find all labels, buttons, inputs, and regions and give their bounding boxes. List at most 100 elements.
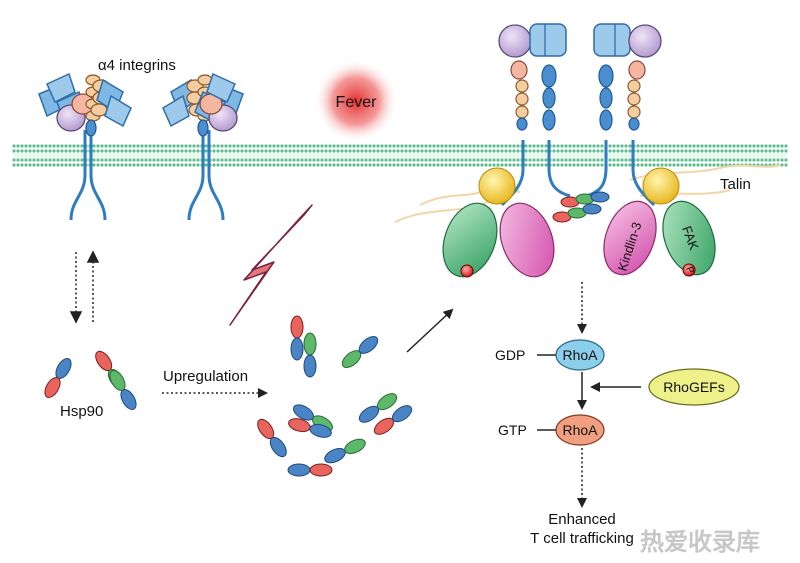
- membrane-dot: [180, 158, 184, 162]
- membrane-dot: [524, 149, 528, 153]
- membrane-dot: [476, 158, 480, 162]
- membrane-dot: [124, 163, 128, 167]
- membrane-dot: [648, 144, 652, 148]
- membrane-dot: [432, 144, 436, 148]
- membrane-dot: [40, 144, 44, 148]
- membrane-dot: [676, 158, 680, 162]
- membrane-dot: [556, 163, 560, 167]
- membrane-dot: [728, 144, 732, 148]
- membrane-dot: [412, 144, 416, 148]
- membrane-dot: [100, 158, 104, 162]
- membrane-dot: [652, 149, 656, 153]
- membrane-dot: [12, 158, 16, 162]
- membrane-dot: [564, 163, 568, 167]
- membrane-dot: [488, 149, 492, 153]
- membrane-dot: [496, 158, 500, 162]
- membrane-dot: [40, 163, 44, 167]
- kindlin-oval-left: [442, 202, 498, 278]
- membrane-dot: [616, 144, 620, 148]
- membrane-dot: [228, 144, 232, 148]
- membrane-dot: [500, 149, 504, 153]
- membrane-dot: [188, 144, 192, 148]
- membrane-dot: [408, 144, 412, 148]
- membrane-dot: [628, 144, 632, 148]
- membrane-dot: [292, 158, 296, 162]
- membrane-dot: [36, 144, 40, 148]
- membrane-dot: [584, 149, 588, 153]
- membrane-dot: [352, 149, 356, 153]
- membrane-dot: [192, 149, 196, 153]
- membrane-dot: [52, 163, 56, 167]
- membrane-dot: [212, 158, 216, 162]
- membrane-dot: [644, 144, 648, 148]
- membrane-dot: [440, 149, 444, 153]
- membrane-dot: [512, 144, 516, 148]
- membrane-dot: [12, 163, 16, 167]
- membrane-dot: [312, 163, 316, 167]
- membrane-dot: [52, 158, 56, 162]
- membrane-dot: [300, 149, 304, 153]
- membrane-dot: [776, 158, 780, 162]
- membrane-dot: [624, 144, 628, 148]
- fak: FAK P: [662, 200, 716, 277]
- membrane-dot: [124, 158, 128, 162]
- membrane-dot: [212, 149, 216, 153]
- membrane-dot: [120, 163, 124, 167]
- membrane-dot: [484, 144, 488, 148]
- membrane-dot: [768, 149, 772, 153]
- membrane-dot: [256, 144, 260, 148]
- membrane-dot: [344, 144, 348, 148]
- hsp90-subunit: [303, 354, 317, 378]
- upregulation-label: Upregulation: [163, 368, 248, 385]
- membrane-dot: [736, 158, 740, 162]
- membrane-dot: [588, 158, 592, 162]
- hsp90-dimer: [257, 418, 287, 458]
- membrane-dot: [508, 163, 512, 167]
- membrane-dot: [232, 144, 236, 148]
- membrane-dot: [116, 144, 120, 148]
- membrane-dot: [556, 149, 560, 153]
- membrane-dot: [276, 149, 280, 153]
- membrane-dot: [252, 149, 256, 153]
- membrane-dot: [716, 149, 720, 153]
- membrane-dot: [308, 149, 312, 153]
- membrane-dot: [204, 158, 208, 162]
- membrane-dot: [280, 144, 284, 148]
- membrane-dot: [368, 144, 372, 148]
- membrane-dot: [696, 149, 700, 153]
- membrane-dot: [624, 163, 628, 167]
- membrane-dot: [228, 158, 232, 162]
- membrane-dot: [304, 149, 308, 153]
- hsp90-dimer: [303, 332, 317, 378]
- membrane-dot: [76, 144, 80, 148]
- membrane-dot: [696, 144, 700, 148]
- membrane-dot: [96, 158, 100, 162]
- membrane-dot: [628, 158, 632, 162]
- membrane-dot: [336, 163, 340, 167]
- membrane-dot: [96, 144, 100, 148]
- membrane-dot: [72, 149, 76, 153]
- membrane-dot: [516, 144, 520, 148]
- membrane-dot: [260, 163, 264, 167]
- membrane-dot: [144, 149, 148, 153]
- membrane-dot: [344, 158, 348, 162]
- membrane-dot: [416, 144, 420, 148]
- membrane-dot: [712, 163, 716, 167]
- activation-arrow: [406, 308, 454, 353]
- membrane-dot: [476, 144, 480, 148]
- membrane-dot: [404, 144, 408, 148]
- membrane-dot: [608, 158, 612, 162]
- membrane-dot: [764, 144, 768, 148]
- membrane-dot: [352, 144, 356, 148]
- membrane-dot: [572, 163, 576, 167]
- membrane-dot: [108, 144, 112, 148]
- membrane-dot: [336, 158, 340, 162]
- upregulation-arrow: [162, 388, 268, 398]
- membrane-dot: [736, 144, 740, 148]
- membrane-dot: [428, 149, 432, 153]
- membrane-dot: [184, 163, 188, 167]
- membrane-dot: [416, 158, 420, 162]
- membrane-dot: [488, 163, 492, 167]
- membrane-dot: [596, 163, 600, 167]
- membrane-dot: [220, 158, 224, 162]
